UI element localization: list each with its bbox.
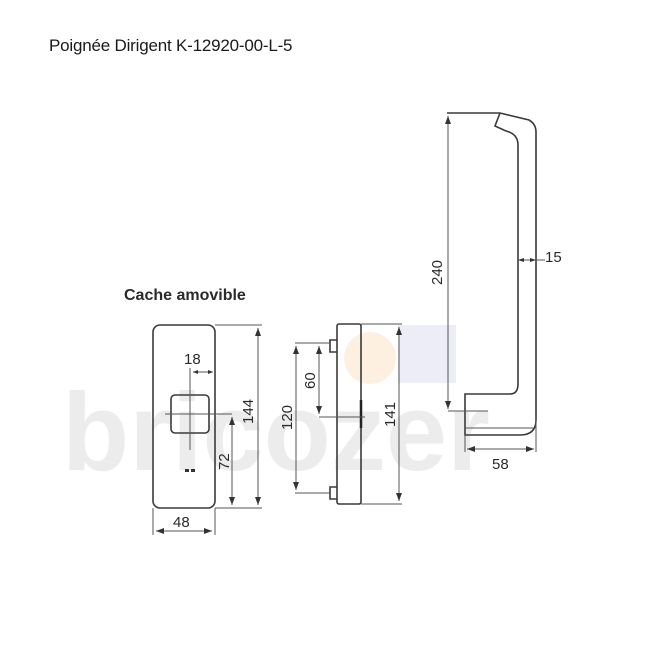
dim-plate-width: 48 <box>173 514 190 531</box>
watermark-circle <box>344 332 396 384</box>
handle-drawing: 240 15 58 <box>429 112 562 473</box>
dim-handle-depth: 58 <box>492 456 509 473</box>
dim-square-width: 18 <box>184 351 201 368</box>
dim-side-height: 141 <box>382 402 399 427</box>
dim-center-height: 72 <box>216 453 233 470</box>
dim-axis-offset: 60 <box>302 372 319 389</box>
watermark: bricozer <box>62 325 490 494</box>
dim-handle-thickness: 15 <box>545 249 562 266</box>
dim-handle-length: 240 <box>429 260 446 285</box>
cover-plate-drawing: 18 144 72 48 <box>152 324 262 535</box>
side-view-drawing: 120 60 141 <box>279 323 402 505</box>
dim-fixing-spacing: 120 <box>279 405 296 430</box>
page-title: Poignée Dirigent K-12920-00-L-5 <box>49 36 293 55</box>
cover-plate-label: Cache amovible <box>124 287 246 304</box>
dim-plate-height: 144 <box>240 399 257 424</box>
watermark-text: bricozer <box>62 371 490 494</box>
watermark-square <box>398 325 456 383</box>
